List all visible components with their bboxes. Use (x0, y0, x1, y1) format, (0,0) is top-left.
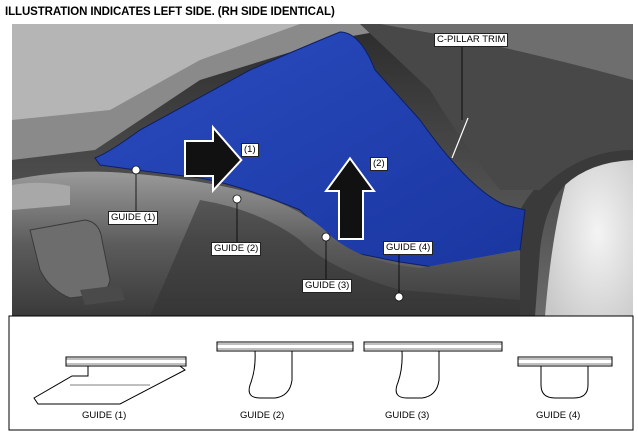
removal-arrow-1 (184, 124, 243, 194)
guide-3-marker (321, 232, 331, 280)
step-1-label: (1) (241, 143, 259, 157)
c-pillar-trim (94, 31, 526, 269)
guide-3-label: GUIDE (3) (302, 279, 353, 293)
guide-detail-panel (8, 315, 634, 431)
rear-window (545, 150, 633, 316)
removal-arrow-2 (324, 156, 376, 240)
guide-2-label: GUIDE (2) (211, 242, 262, 256)
guide-3-caption: GUIDE (3) (385, 410, 430, 421)
guide-1-marker (131, 165, 141, 212)
guide-2-caption: GUIDE (2) (240, 410, 285, 421)
guide-4-label: GUIDE (4) (383, 241, 434, 255)
guide-2-marker (232, 194, 242, 242)
guide-1-caption: GUIDE (1) (82, 410, 127, 421)
guide-4-caption: GUIDE (4) (536, 410, 581, 421)
guide-4-marker (394, 252, 404, 302)
illustration-note: ILLUSTRATION INDICATES LEFT SIDE. (RH SI… (5, 6, 335, 18)
guide-1-detail (33, 356, 187, 405)
step-2-label: (2) (370, 157, 388, 171)
c-pillar-trim-label: C-PILLAR TRIM (434, 33, 509, 47)
guide-3-detail (363, 341, 503, 399)
guide-4-detail (517, 356, 613, 399)
guide-2-detail (216, 341, 354, 399)
guide-1-label: GUIDE (1) (108, 211, 159, 225)
